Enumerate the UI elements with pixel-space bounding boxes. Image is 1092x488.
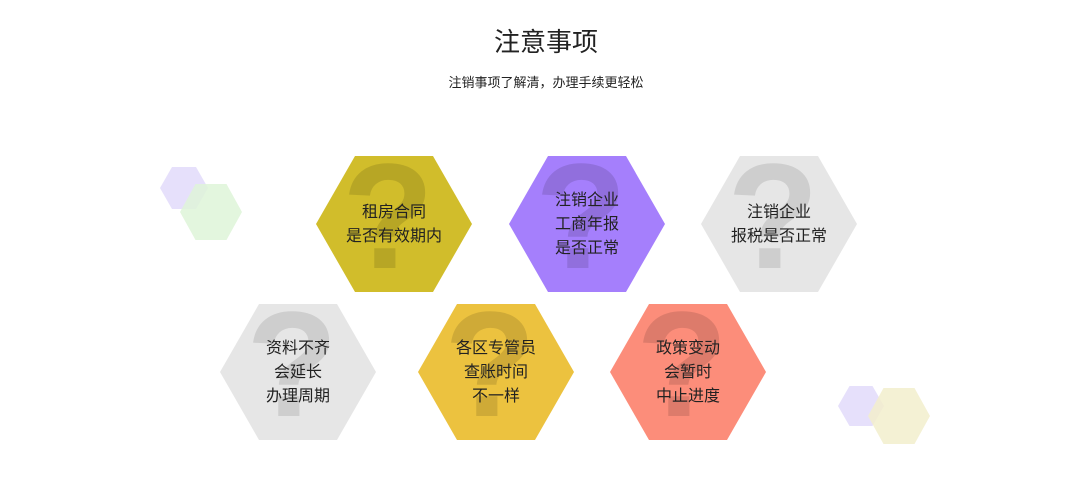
card-line: 注销企业 (554, 190, 619, 209)
card-line: 资料不齐 (265, 338, 330, 357)
notice-card-tax-filing: ? 注销企业 报税是否正常 (701, 156, 857, 292)
hexagon-shape: ? (220, 304, 376, 440)
card-line: 办理周期 (265, 386, 330, 405)
hexagon-shape: ? (418, 304, 574, 440)
card-line: 会暂时 (663, 362, 712, 381)
card-line: 是否正常 (554, 238, 619, 257)
notice-card-audit-timing: ? 各区专管员 查账时间 不一样 (418, 304, 574, 440)
notice-card-policy-change: ? 政策变动 会暂时 中止进度 (610, 304, 766, 440)
decor-hexagon-cream-right (868, 388, 930, 444)
question-mark-icon: ? (535, 156, 627, 292)
notice-card-lease-contract: ? 租房合同 是否有效期内 (316, 156, 472, 292)
card-line: 各区专管员 (455, 338, 536, 357)
card-line: 中止进度 (655, 386, 720, 405)
card-line: 查账时间 (463, 362, 528, 381)
hexagon-shape: ? (316, 156, 472, 292)
card-line: 工商年报 (554, 214, 619, 233)
card-line: 注销企业 (746, 202, 811, 221)
hexagon-shape: ? (610, 304, 766, 440)
hexagon-shape: ? (701, 156, 857, 292)
notice-card-annual-report: ? 注销企业 工商年报 是否正常 (509, 156, 665, 292)
page-subtitle: 注销事项了解清，办理手续更轻松 (448, 76, 644, 91)
notice-card-incomplete-documents: ? 资料不齐 会延长 办理周期 (220, 304, 376, 440)
hexagon-shape: ? (509, 156, 665, 292)
question-mark-icon: ? (636, 304, 728, 440)
card-line: 是否有效期内 (345, 226, 442, 245)
question-mark-icon: ? (727, 156, 819, 292)
card-line: 报税是否正常 (730, 226, 827, 245)
card-line: 会延长 (273, 362, 322, 381)
card-line: 不一样 (471, 386, 520, 405)
decor-hexagon-mint-left (180, 184, 242, 240)
question-mark-icon: ? (444, 304, 536, 440)
question-mark-icon: ? (342, 156, 434, 292)
card-line: 政策变动 (655, 338, 720, 357)
question-mark-icon: ? (246, 304, 338, 440)
card-line: 租房合同 (361, 202, 426, 221)
page-title: 注意事项 (493, 28, 598, 58)
